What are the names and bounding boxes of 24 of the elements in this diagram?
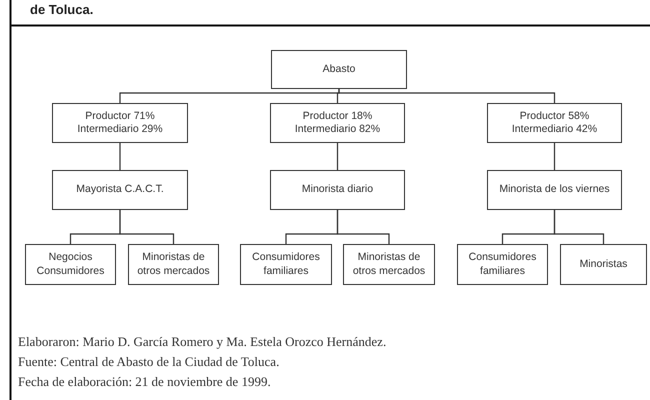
connector-line (119, 210, 174, 244)
connector-line (336, 210, 390, 244)
footnote: Fecha de elaboración: 21 de noviembre de 1999. (18, 374, 271, 390)
org-box: Productor 71% Intermediario 29% (52, 103, 188, 143)
org-box: Consumidores familiares (240, 244, 332, 285)
org-box: Negocios Consumidores (25, 244, 116, 285)
title: de Toluca. (30, 2, 94, 18)
org-box: Minoristas de otros mercados (343, 244, 435, 285)
connector-line (336, 143, 338, 170)
org-box: Minoristas de otros mercados (128, 244, 219, 285)
org-box: Productor 58% Intermediario 42% (487, 103, 622, 143)
org-box: Productor 18% Intermediario 82% (270, 103, 405, 143)
connector-line (338, 89, 556, 103)
org-box: Minorista diario (270, 170, 405, 210)
org-box: Mayorista C.A.C.T. (52, 170, 188, 210)
org-box: Consumidores familiares (457, 244, 548, 285)
org-box: Abasto (271, 50, 407, 89)
connector-line (554, 143, 556, 170)
org-box: Minoristas (560, 244, 647, 285)
footnote: Fuente: Central de Abasto de la Ciudad de Toluca. (18, 354, 280, 370)
footnote: Elaboraron: Mario D. García Romero y Ma. Estela Orozco Hernández. (18, 334, 386, 350)
org-box: Minorista de los viernes (487, 170, 622, 210)
connector-line (554, 210, 604, 244)
connector-line (119, 143, 121, 170)
